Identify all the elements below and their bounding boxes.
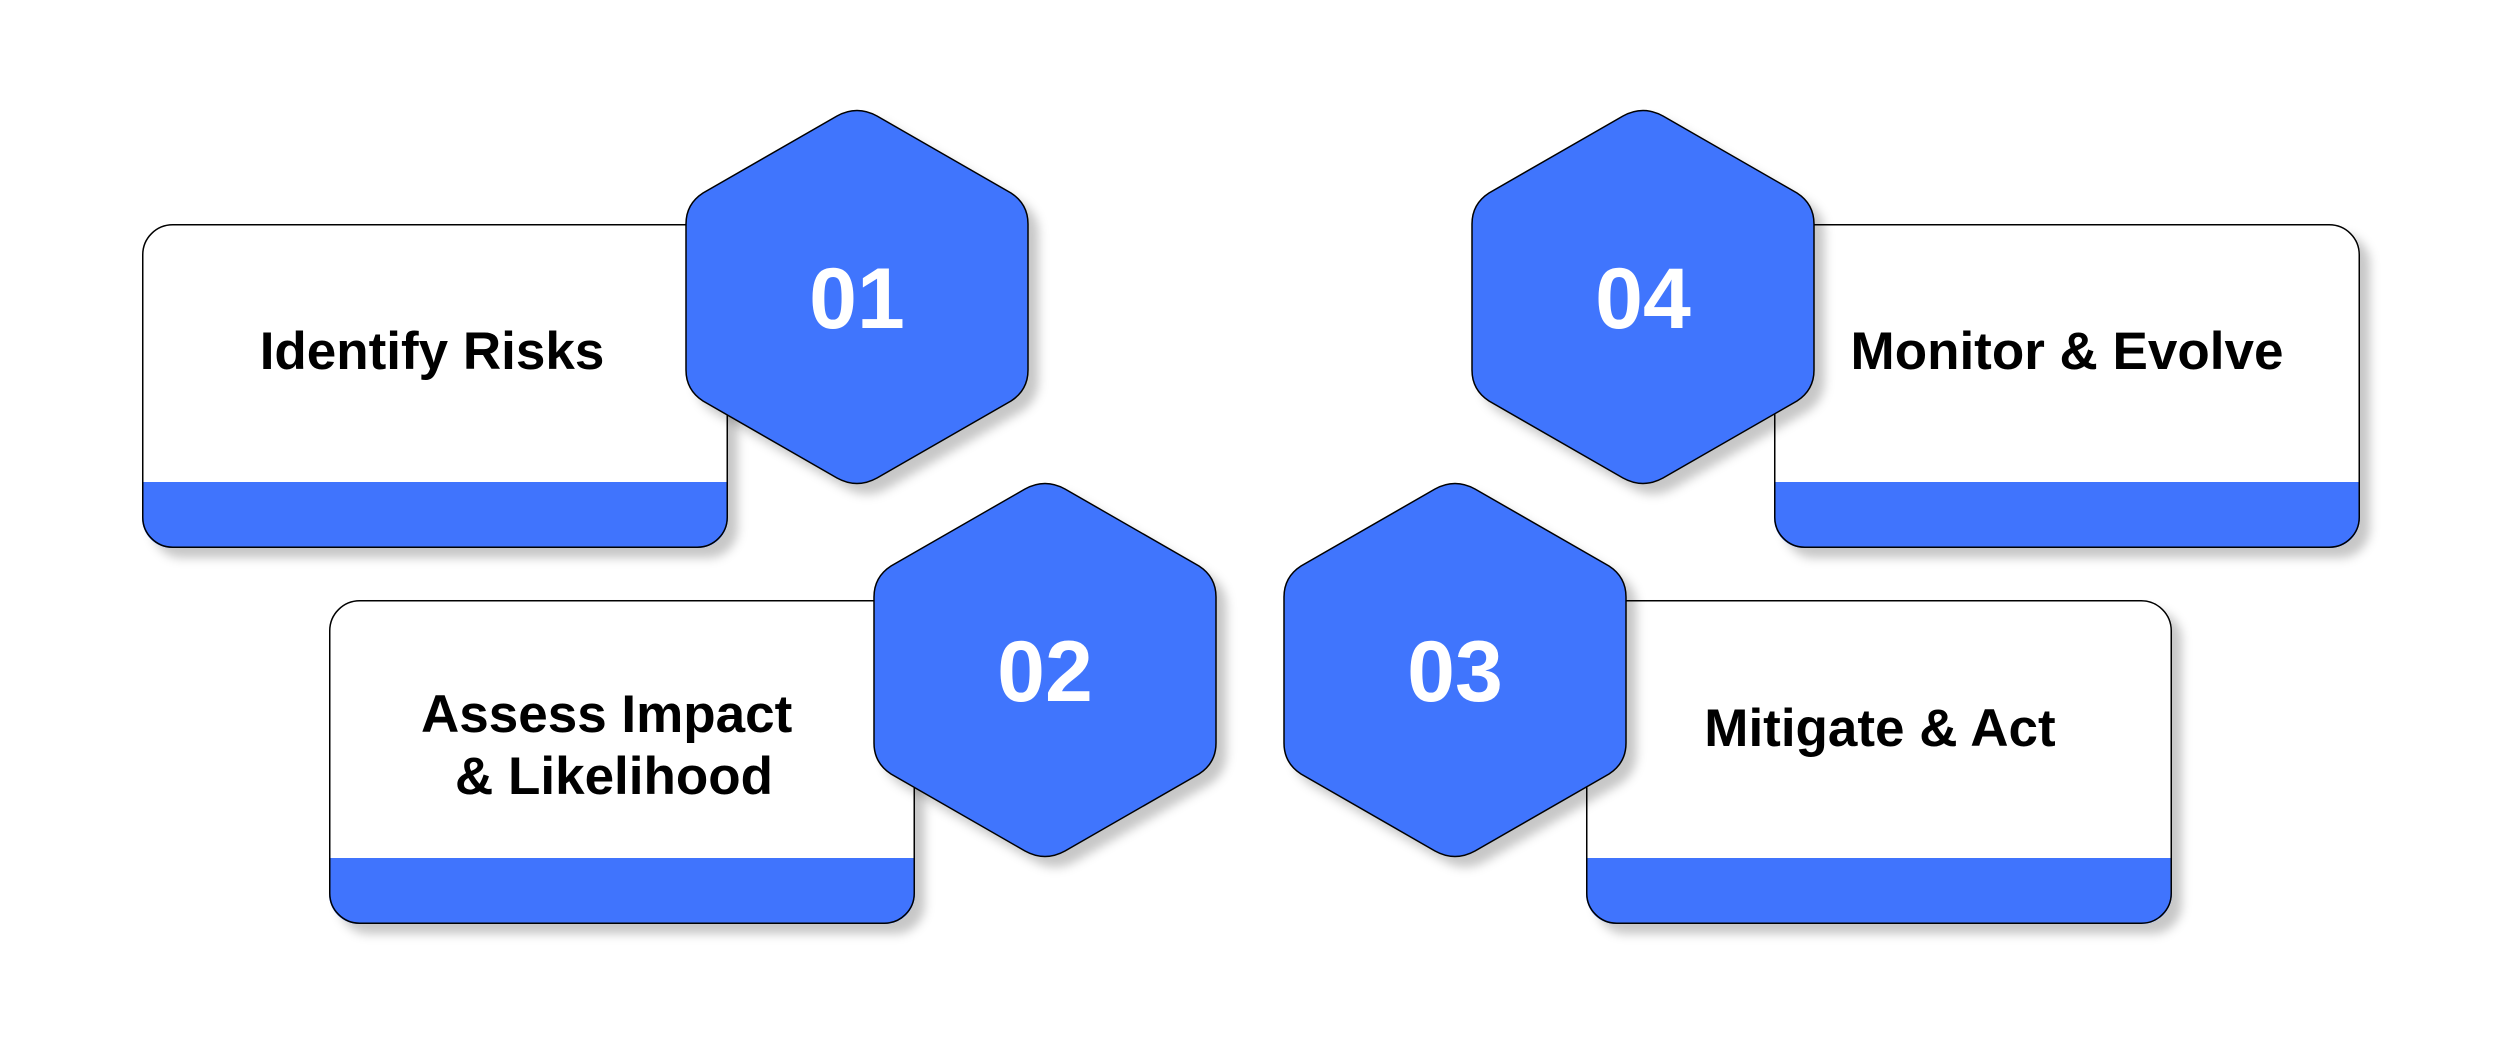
hexagon-shape: [1471, 109, 1815, 485]
step-label-line: Monitor & Evolve: [1851, 322, 2284, 381]
step-card-02: Assess Impact & Likelihood: [329, 600, 915, 924]
card-background: [1586, 600, 2172, 924]
step-label-line: & Likelihood: [455, 747, 773, 806]
step-label-01: Identify Risks: [260, 322, 605, 381]
card-background: [1774, 224, 2360, 548]
step-number-03: 03: [1407, 624, 1503, 720]
step-number-02: 02: [997, 624, 1093, 720]
step-number-01: 01: [809, 251, 905, 347]
step-label-line: Identify Risks: [260, 322, 605, 381]
step-card-04: Monitor & Evolve: [1774, 224, 2360, 548]
step-label-line: Assess Impact: [421, 685, 792, 744]
step-label-02: Assess Impact & Likelihood: [421, 685, 807, 806]
step-label-03: Mitigate & Act: [1704, 699, 2055, 758]
step-number-04: 04: [1595, 251, 1691, 347]
card-accent-bar: [142, 482, 728, 548]
step-label-04: Monitor & Evolve: [1851, 322, 2284, 381]
step-hexagon-02: 02: [873, 482, 1217, 858]
hexagon-shape: [685, 109, 1029, 485]
card-accent-bar: [329, 858, 915, 924]
step-hexagon-03: 03: [1283, 482, 1627, 858]
card-background: [142, 224, 728, 548]
card-background: [329, 600, 915, 924]
step-hexagon-04: 04: [1471, 109, 1815, 485]
card-accent-bar: [1586, 858, 2172, 924]
step-hexagon-01: 01: [685, 109, 1029, 485]
hexagon-shape: [1283, 482, 1627, 858]
card-accent-bar: [1774, 482, 2360, 548]
step-label-line: Mitigate & Act: [1704, 699, 2055, 758]
hexagon-shape: [873, 482, 1217, 858]
step-card-01: Identify Risks: [142, 224, 728, 548]
step-card-03: Mitigate & Act: [1586, 600, 2172, 924]
